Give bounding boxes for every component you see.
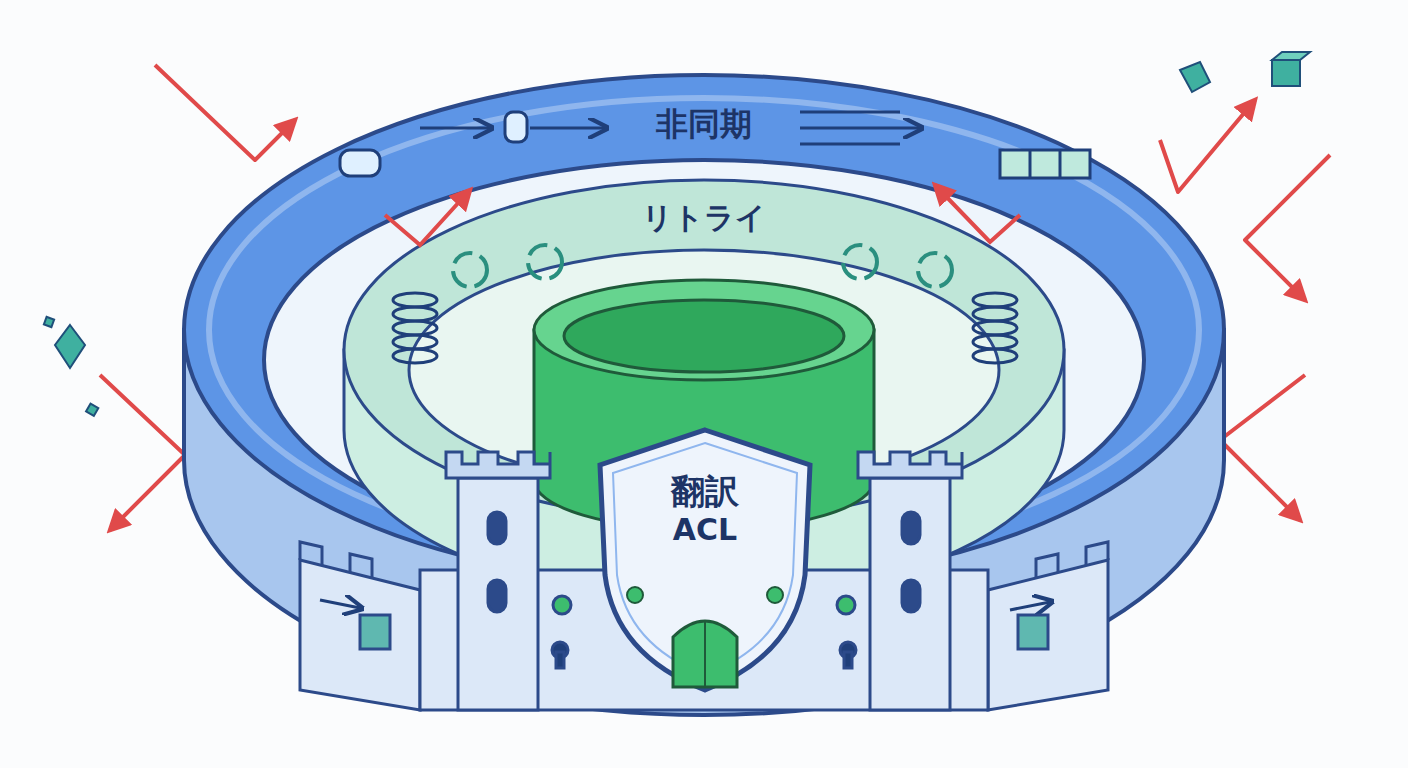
async-ring: 非同期リトライ翻訳ACL bbox=[184, 75, 1224, 715]
acl-shield: 翻訳ACL bbox=[595, 425, 815, 695]
deflected-ring-arrows bbox=[385, 185, 1020, 245]
acl-shield-outline bbox=[595, 425, 815, 695]
text-group: リトライ bbox=[344, 200, 1064, 236]
ring-label: リトライ bbox=[642, 200, 766, 236]
text-group: 翻訳ACL bbox=[595, 471, 815, 548]
ring-label: 翻訳 bbox=[671, 471, 739, 512]
inner-keep bbox=[534, 280, 874, 530]
async-flow-marks bbox=[340, 112, 1090, 178]
gate-towers bbox=[446, 452, 962, 710]
ring-label: 非同期 bbox=[656, 105, 752, 143]
retry-springs bbox=[393, 293, 1017, 363]
retry-cycle-icons bbox=[453, 245, 952, 287]
shield-label: ACL bbox=[673, 512, 737, 548]
text-group: 非同期 bbox=[184, 105, 1224, 143]
front-wall bbox=[300, 542, 1108, 710]
retry-ring: リトライ翻訳ACL bbox=[344, 180, 1064, 600]
